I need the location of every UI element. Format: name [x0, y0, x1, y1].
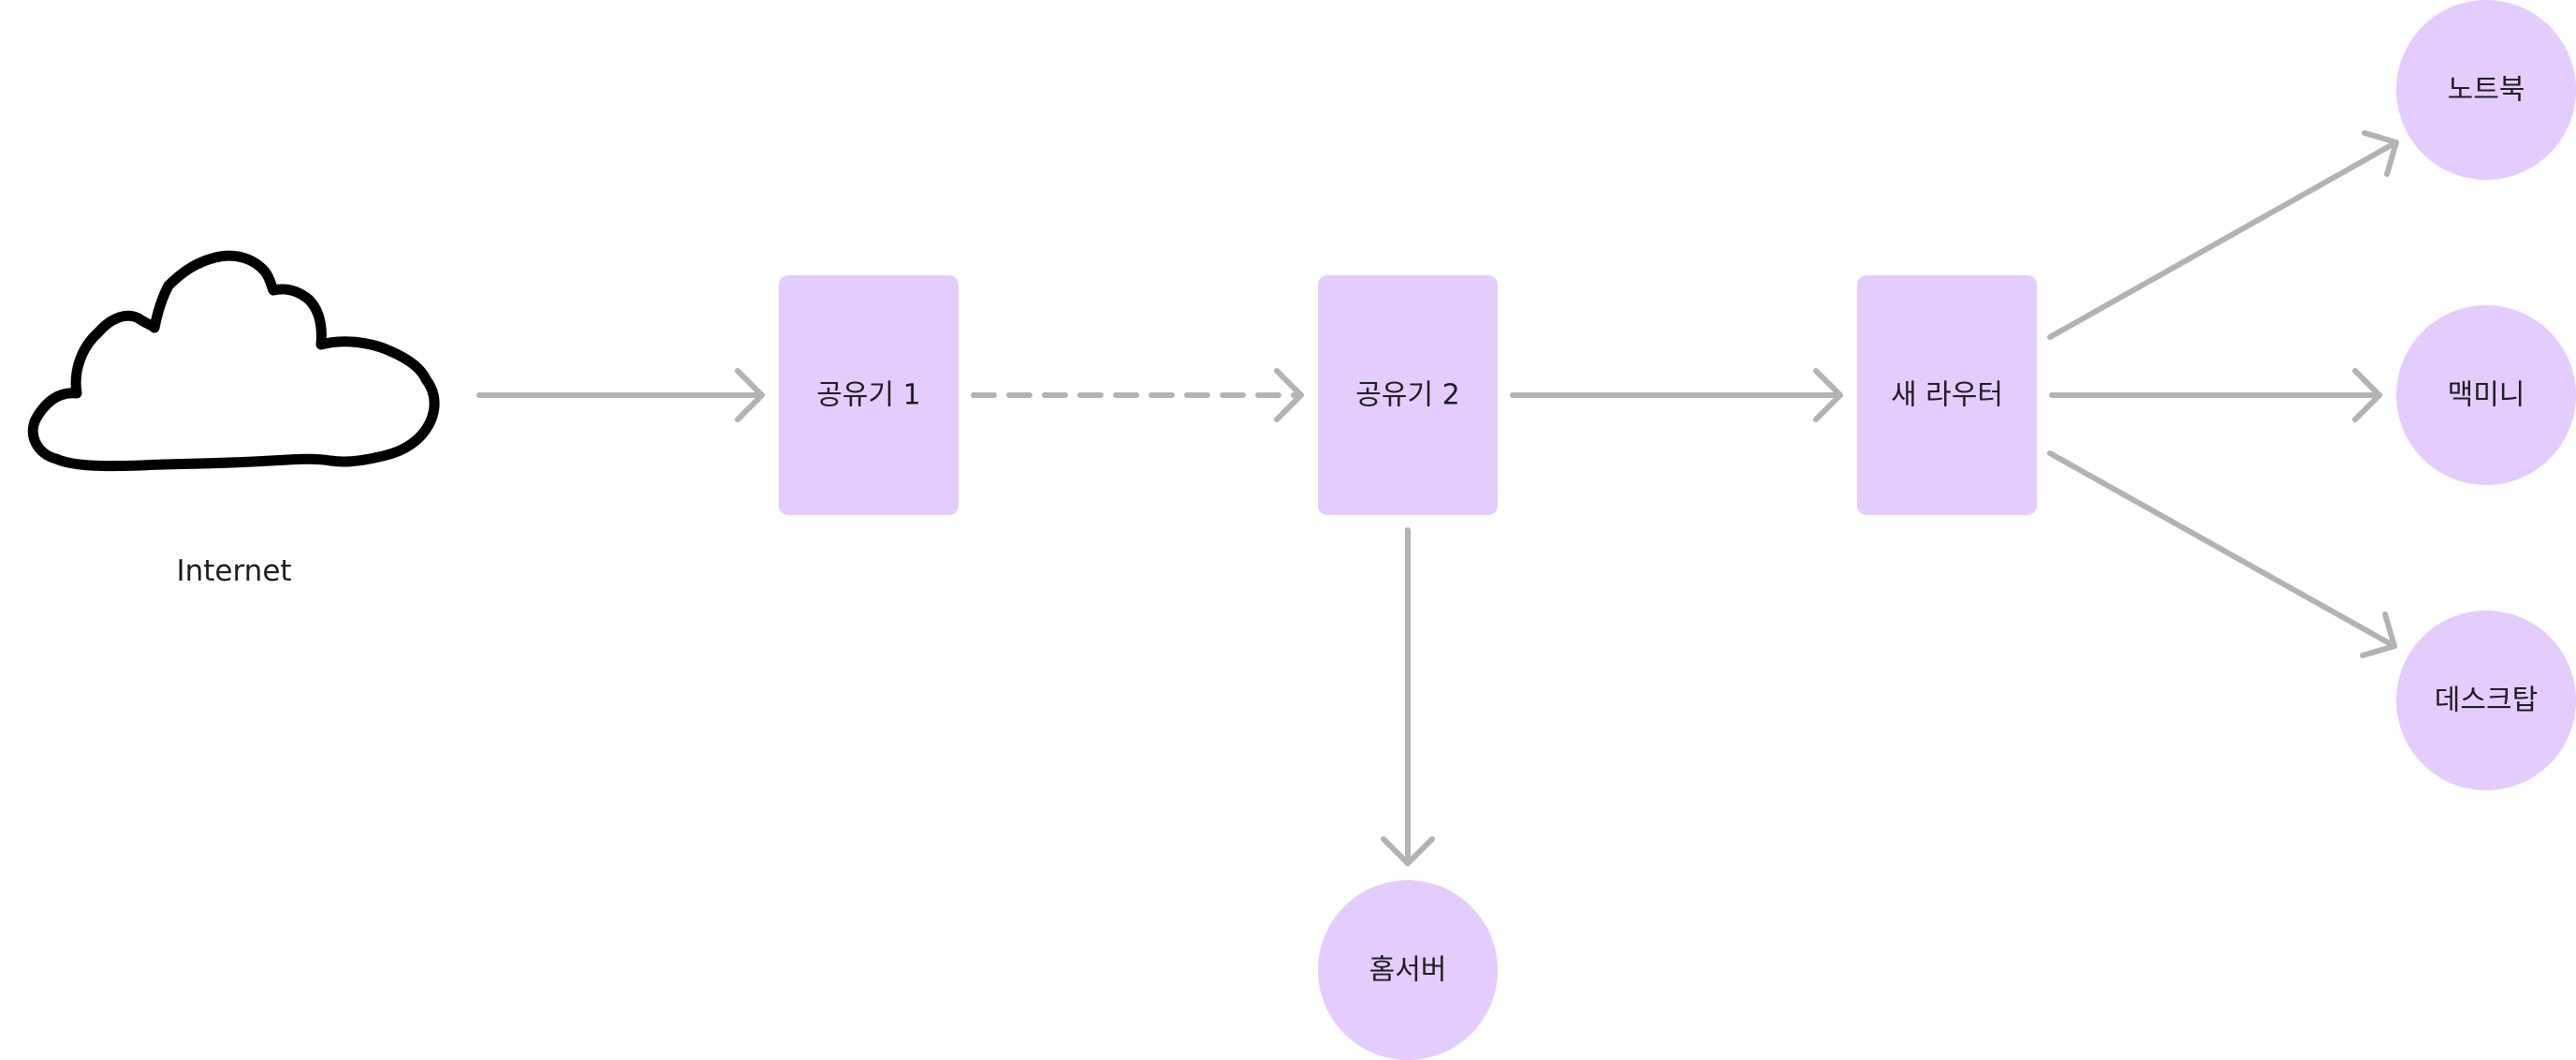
- router1-box: [779, 275, 959, 515]
- notebook-label: 노트북: [2448, 74, 2525, 107]
- edge-router2-newrouter: [1510, 368, 1843, 422]
- cloud-outline: [27, 250, 440, 472]
- homeserver-circle: [1318, 880, 1498, 1060]
- arrowhead-icon: [735, 368, 765, 422]
- arrowhead-icon: [2360, 611, 2397, 658]
- new-router-box: [1857, 275, 2037, 515]
- macmini-label: 맥미니: [2448, 379, 2525, 412]
- router1-label: 공유기 1: [816, 379, 920, 412]
- edge-router2-homeserver: [1381, 527, 1435, 866]
- node-homeserver: 홈서버: [1318, 880, 1498, 1060]
- desktop-label: 데스크탑: [2435, 685, 2538, 717]
- node-router1: 공유기 1: [779, 275, 959, 515]
- notebook-circle: [2396, 0, 2576, 180]
- arrowhead-icon: [2352, 368, 2382, 422]
- desktop-circle: [2396, 611, 2576, 790]
- arrowhead-icon: [1274, 368, 1304, 422]
- edge-router1-router2: [971, 368, 1304, 422]
- internet-cloud-icon: [27, 250, 440, 472]
- node-new-router: 새 라우터: [1857, 275, 2037, 515]
- node-desktop: 데스크탑: [2396, 611, 2576, 790]
- edge-newrouter-desktop: [2047, 450, 2397, 658]
- homeserver-label: 홈서버: [1369, 954, 1447, 987]
- new-router-label: 새 라우터: [1891, 379, 2003, 412]
- edge-newrouter-macmini: [2049, 368, 2382, 422]
- internet-label: Internet: [176, 554, 291, 588]
- edge-newrouter-notebook: [2047, 130, 2399, 340]
- arrowhead-icon: [1813, 368, 1843, 422]
- edge-line: [2047, 140, 2399, 340]
- edges: [476, 130, 2399, 866]
- macmini-circle: [2396, 305, 2576, 485]
- router2-label: 공유기 2: [1355, 379, 1459, 412]
- arrowhead-icon: [1381, 836, 1435, 866]
- edge-line: [2047, 450, 2397, 649]
- node-notebook: 노트북: [2396, 0, 2576, 180]
- router2-box: [1318, 275, 1498, 515]
- edge-internet-router1: [476, 368, 765, 422]
- node-macmini: 맥미니: [2396, 305, 2576, 485]
- node-router2: 공유기 2: [1318, 275, 1498, 515]
- arrowhead-icon: [2362, 130, 2399, 177]
